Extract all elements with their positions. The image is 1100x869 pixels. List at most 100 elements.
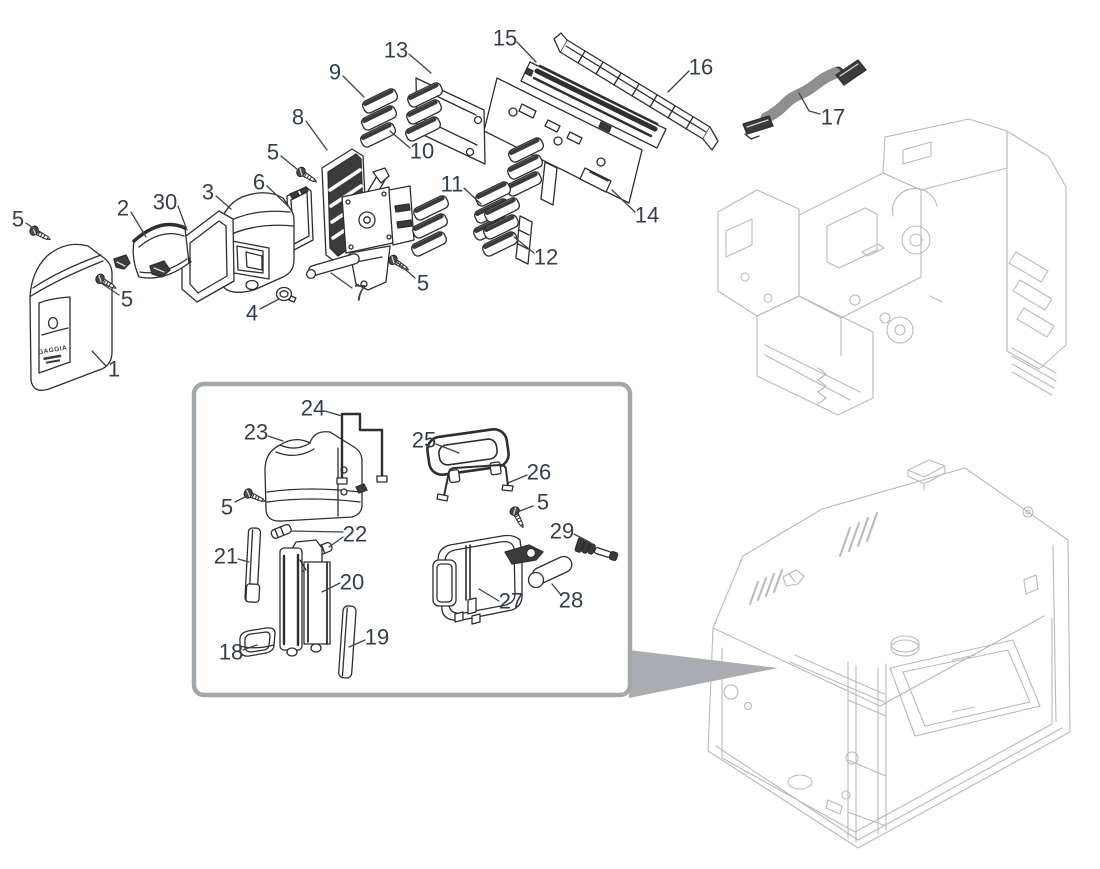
callout-18: 18 [219, 640, 243, 665]
callout-29: 29 [550, 519, 574, 544]
callout-5: 5 [267, 140, 279, 165]
part-29-fitting [574, 537, 619, 562]
callout-8: 8 [292, 105, 304, 130]
part-14-control-board [483, 77, 643, 204]
callout-leader [328, 536, 344, 548]
callout-28: 28 [559, 588, 583, 613]
callout-3: 3 [202, 180, 214, 205]
inset-pointer-wedge [629, 650, 778, 698]
callout-leader [324, 410, 343, 417]
callout-leader [330, 272, 353, 289]
part-19-strip [338, 605, 357, 679]
housing-base-ghost [707, 459, 1071, 849]
callout-leader [397, 262, 416, 279]
callout-30: 30 [153, 190, 177, 215]
callout-leader [667, 70, 690, 93]
part-15-display-board [520, 61, 667, 149]
callout-leader [266, 185, 290, 208]
callout-leader [177, 205, 188, 231]
callout-16: 16 [689, 55, 713, 80]
callout-leader [91, 350, 107, 367]
part-23-cover [264, 431, 368, 522]
part-26-wire [436, 464, 514, 502]
part-28-roller [527, 555, 573, 589]
part-25-holder-frame [426, 428, 510, 484]
callout-leader [551, 583, 562, 596]
callout-12: 12 [534, 245, 558, 270]
callout-leader [519, 505, 534, 512]
callout-10: 10 [410, 139, 434, 164]
part-20-bracket-frame [279, 539, 331, 657]
callout-5: 5 [537, 490, 549, 515]
callout-leader [321, 582, 341, 593]
part-board-key-cluster [504, 135, 558, 206]
brand-logo-text: GAGGIA [38, 344, 68, 356]
callout-9: 9 [329, 60, 341, 85]
callout-27: 27 [499, 589, 523, 614]
callout-leader [234, 495, 248, 503]
part-5-screw [294, 165, 320, 187]
callout-5: 5 [121, 287, 133, 312]
callout-15: 15 [493, 26, 517, 51]
part-27-container [432, 534, 544, 625]
callout-leader [305, 120, 328, 151]
callout-13: 13 [384, 38, 408, 63]
callout-leader [513, 236, 535, 254]
callout-leader [348, 639, 366, 648]
callout-leader [507, 474, 528, 484]
callout-leader [130, 211, 147, 238]
callout-6: 6 [253, 170, 265, 195]
callout-leader [516, 41, 537, 63]
part-3-door-housing [217, 192, 295, 293]
callout-21: 21 [214, 544, 238, 569]
part-7-tube [305, 253, 360, 280]
part-18-tray [239, 627, 276, 657]
callout-26: 26 [527, 460, 551, 485]
callout-25: 25 [412, 428, 436, 453]
callout-5: 5 [221, 495, 233, 520]
callout-leader [463, 187, 482, 205]
callout-5: 5 [12, 207, 24, 232]
callout-leader [100, 282, 120, 296]
callout-leader [408, 53, 432, 74]
part-17-ribbon-cable [742, 59, 867, 140]
callout-leader [389, 130, 411, 149]
callout-11: 11 [441, 172, 464, 197]
part-24-wire-bail [336, 412, 388, 485]
callout-leader [435, 443, 460, 454]
part-30-frame [181, 210, 235, 303]
callout-leader [259, 298, 280, 310]
callout-5: 5 [417, 271, 429, 296]
callout-leader [478, 588, 500, 602]
callout-leader [280, 155, 299, 171]
part-dispenser-assembly [341, 167, 451, 291]
part-9-key-stack [358, 86, 400, 150]
callout-19: 19 [365, 625, 389, 650]
callout-leader [342, 75, 365, 98]
callout-leader [290, 530, 344, 533]
part-12-key-stack [480, 195, 533, 265]
part-4-bushing [275, 286, 297, 303]
callout-leader [611, 189, 636, 213]
callout-leader [267, 435, 284, 442]
part-1-front-cover: GAGGIA [29, 243, 131, 391]
callout-17: 17 [821, 105, 845, 130]
callout-leader [242, 644, 258, 651]
callout-leader [798, 92, 821, 115]
callout-23: 23 [244, 420, 268, 445]
callout-4: 4 [246, 301, 258, 326]
part-21-strip [244, 527, 262, 603]
callout-leader [237, 558, 250, 563]
callout-1: 1 [108, 357, 120, 382]
callout-7: 7 [354, 281, 366, 306]
part-16-bracket-strip [553, 32, 719, 151]
callout-24: 24 [301, 396, 325, 421]
callout-2: 2 [117, 196, 129, 221]
callout-leader [25, 222, 41, 234]
callout-20: 20 [340, 570, 364, 595]
rear-chassis-ghost [717, 118, 1067, 416]
part-2-curved-panel [132, 222, 190, 279]
